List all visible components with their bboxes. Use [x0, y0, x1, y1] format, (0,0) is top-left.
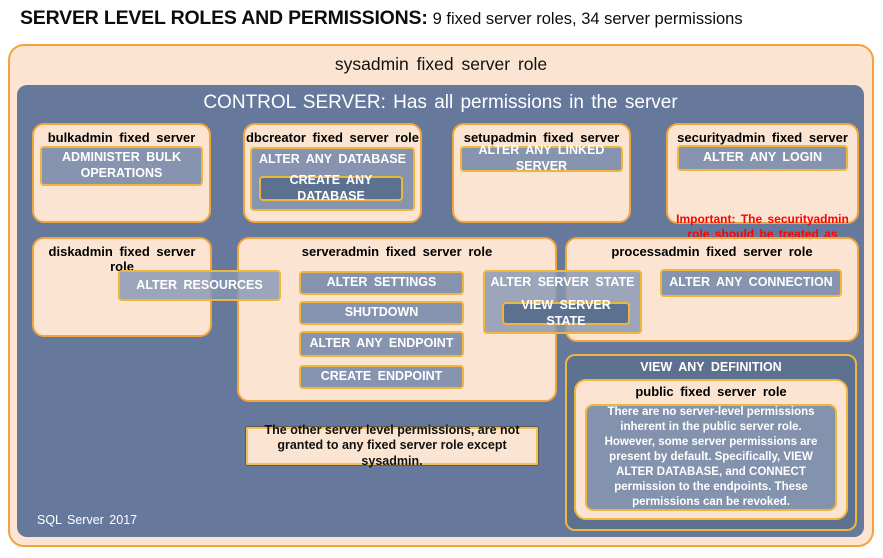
processadmin-title: processadmin fixed server role: [611, 244, 813, 259]
permission-shutdown: SHUTDOWN: [299, 301, 464, 325]
public-description: There are no server-level permissions in…: [585, 404, 837, 511]
sql-server-version-label: SQL Server 2017: [37, 513, 138, 527]
page-title-main: SERVER LEVEL ROLES AND PERMISSIONS:: [20, 7, 428, 29]
alter-any-database-label: ALTER ANY DATABASE: [259, 152, 406, 166]
page-title-sub: 9 fixed server roles, 34 server permissi…: [432, 10, 743, 28]
role-box-dbcreator: dbcreator fixed server role ALTER ANY DA…: [243, 123, 422, 223]
serveradmin-title: serveradmin fixed server role: [301, 244, 493, 259]
control-server-label: CONTROL SERVER: Has all permissions in t…: [203, 92, 678, 113]
permission-administer-bulk-operations: ADMINISTER BULK OPERATIONS: [40, 146, 203, 186]
control-server-box: CONTROL SERVER: Has all permissions in t…: [17, 85, 864, 537]
page-title: SERVER LEVEL ROLES AND PERMISSIONS:9 fix…: [20, 7, 743, 30]
permission-alter-any-connection: ALTER ANY CONNECTION: [660, 269, 842, 297]
permission-alter-settings: ALTER SETTINGS: [299, 271, 464, 295]
permission-view-server-state: VIEW SERVER STATE: [502, 298, 630, 328]
permission-create-endpoint: CREATE ENDPOINT: [299, 365, 464, 389]
permission-alter-any-linked-server: ALTER ANY LINKED SERVER: [460, 143, 623, 173]
alter-server-state-label: ALTER SERVER STATE: [490, 275, 635, 289]
permission-create-any-database: CREATE ANY DATABASE: [259, 173, 403, 203]
role-box-setupadmin: setupadmin fixed server role ALTER ANY L…: [452, 123, 631, 223]
role-box-securityadmin: securityadmin fixed server role ALTER AN…: [666, 123, 859, 271]
permission-alter-any-endpoint: ALTER ANY ENDPOINT: [299, 331, 464, 357]
view-any-definition-label: VIEW ANY DEFINITION: [640, 360, 782, 374]
sysadmin-role-box: sysadmin fixed server role CONTROL SERVE…: [8, 44, 874, 547]
permission-alter-server-state: ALTER SERVER STATE VIEW SERVER STATE: [483, 270, 642, 334]
permission-alter-resources: ALTER RESOURCES: [118, 270, 281, 301]
public-title: public fixed server role: [635, 384, 787, 399]
sysadmin-role-label: sysadmin fixed server role: [334, 54, 548, 74]
permission-alter-any-login: ALTER ANY LOGIN: [677, 145, 848, 171]
permission-alter-any-database: ALTER ANY DATABASE CREATE ANY DATABASE: [250, 147, 415, 211]
role-box-public: public fixed server role There are no se…: [574, 379, 848, 520]
dbcreator-title: dbcreator fixed server role: [245, 130, 420, 145]
permission-view-any-definition: VIEW ANY DEFINITION public fixed server …: [565, 354, 857, 531]
role-box-bulkadmin: bulkadmin fixed server role ADMINISTER B…: [32, 123, 211, 223]
other-permissions-note: The other server level permissions, are …: [245, 423, 539, 468]
